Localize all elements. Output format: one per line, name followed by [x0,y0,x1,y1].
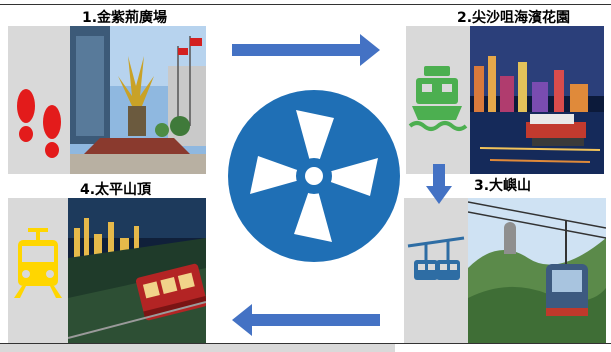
fan-icon [228,90,400,262]
tram-icon [14,228,62,298]
harbour-night-photo [470,26,604,174]
stop-3-label: 3.大嶼山 [474,178,532,194]
bottom-rule [0,343,611,344]
arrow-left [232,304,380,336]
ferry-icon [408,66,468,131]
stop-4-label: 4.太平山頂 [80,182,152,198]
stop-1-label: 1.金紫荊廣場 [82,10,168,26]
top-rule [0,4,611,5]
cable-car-icon [407,236,465,280]
stop-2-label: 2.尖沙咀海濱花園 [457,10,571,26]
stop-4-icon-box [8,198,68,344]
footprints-icon [17,89,61,158]
arrow-right [232,34,380,66]
golden-bauhinia-square-photo [70,26,206,174]
ngong-ping-cable-car-photo [468,198,606,344]
peak-tram-photo [68,198,206,344]
stop-2-icon-box [406,26,470,174]
stop-1-icon-box [8,26,70,174]
stop-3-icon-box [404,198,468,344]
arrow-down [426,164,452,204]
bottom-bar [0,344,395,352]
